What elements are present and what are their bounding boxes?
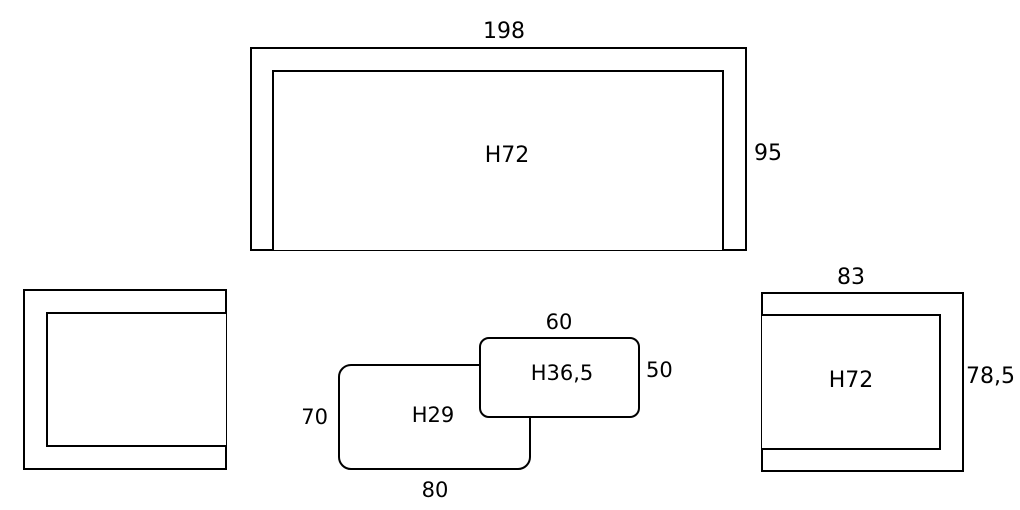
sofa-width-label: 198 (483, 19, 525, 44)
armchair-right-height-label: H72 (829, 368, 874, 393)
coffee-table-large-height-label: H29 (412, 403, 455, 427)
sofa-height-label: H72 (485, 143, 530, 168)
armchair-right-seat (762, 314, 941, 450)
coffee-table-small-outline (479, 337, 640, 418)
coffee-table-small-depth-label: 50 (646, 358, 673, 382)
coffee-tables: 60 50 H36,5 H29 70 80 (301, 310, 672, 502)
armchair-right-width-label: 83 (837, 265, 865, 290)
armchair-right: 83 78,5 H72 (761, 265, 1015, 472)
armchair-left-seat (46, 312, 226, 447)
armchair-left (23, 289, 227, 470)
coffee-table-small-height-label: H36,5 (531, 361, 594, 385)
coffee-table-large-width-label: 80 (422, 478, 449, 502)
sofa-depth-label: 95 (754, 141, 782, 166)
sofa-seat (272, 70, 724, 250)
sofa: 198 95 H72 (250, 19, 782, 251)
coffee-table-small-width-label: 60 (546, 310, 573, 334)
armchair-right-depth-label: 78,5 (966, 364, 1015, 389)
coffee-table-large-depth-label: 70 (301, 405, 328, 429)
